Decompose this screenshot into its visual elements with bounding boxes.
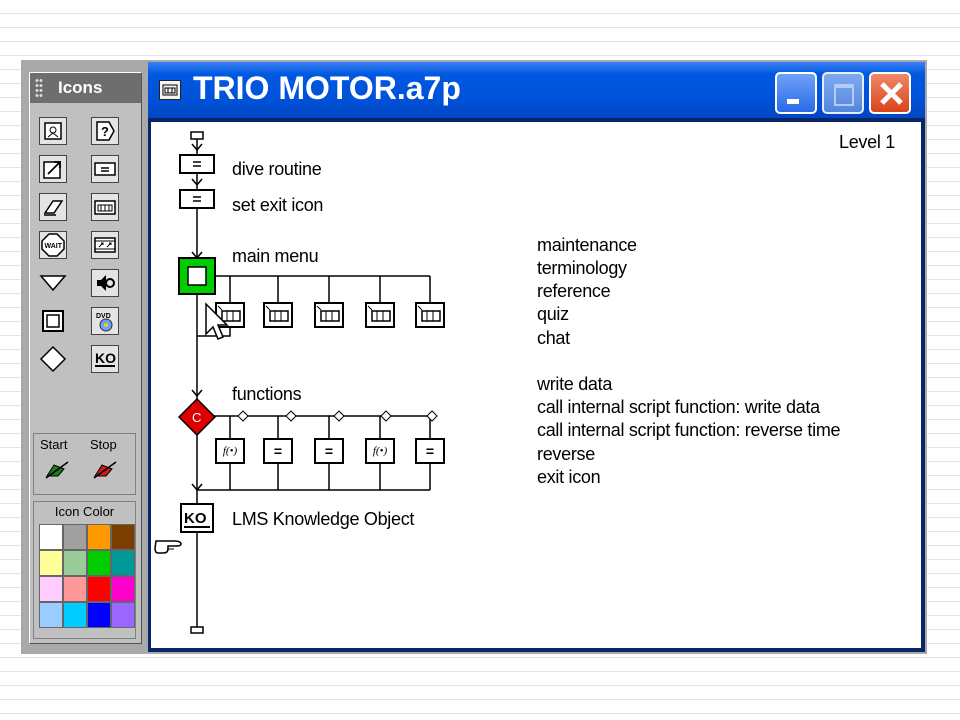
lms-knowledge-object-label: LMS Knowledge Object xyxy=(232,509,415,529)
color-swatch[interactable] xyxy=(63,602,87,628)
flowline-diagram xyxy=(190,131,438,634)
window-title: TRIO MOTOR.a7p xyxy=(193,70,461,106)
set-exit-icon-label: set exit icon xyxy=(232,195,324,215)
icon-color-panel: Icon Color xyxy=(33,501,136,639)
app-desktop: Icons ? WAIT xyxy=(21,60,927,654)
function-item-label: write data xyxy=(537,374,613,394)
close-button[interactable] xyxy=(869,72,911,114)
display-icon[interactable] xyxy=(39,117,67,145)
icon-color-label: Icon Color xyxy=(54,504,115,519)
maximize-button[interactable] xyxy=(822,72,864,114)
reference-interaction-icon[interactable] xyxy=(314,302,344,328)
wait-icon[interactable]: WAIT xyxy=(39,231,67,259)
color-swatch[interactable] xyxy=(111,550,135,576)
color-swatch-grid xyxy=(39,524,135,628)
svg-text:KO: KO xyxy=(95,350,116,366)
color-swatch[interactable] xyxy=(39,550,63,576)
framework-icon[interactable] xyxy=(39,307,67,335)
interaction-icon[interactable] xyxy=(91,193,119,221)
function-item-label: call internal script function: reverse t… xyxy=(537,420,841,440)
write-data-function-icon[interactable]: f(•) xyxy=(215,438,245,464)
color-swatch[interactable] xyxy=(87,576,111,602)
menu-item-label: quiz xyxy=(537,304,569,324)
calculation-icon[interactable] xyxy=(179,153,215,175)
color-swatch[interactable] xyxy=(111,576,135,602)
level-label: Level 1 xyxy=(839,132,895,152)
color-swatch[interactable] xyxy=(39,524,63,550)
color-swatch[interactable] xyxy=(87,550,111,576)
function-item-label: reverse xyxy=(537,444,595,464)
functions-label: functions xyxy=(232,384,302,404)
svg-text:KO: KO xyxy=(184,510,207,527)
call-script-reverse-time-icon[interactable]: = xyxy=(314,438,344,464)
help-question-icon[interactable]: ? xyxy=(91,117,119,145)
hand-pointer-icon xyxy=(154,540,182,554)
minimize-button[interactable] xyxy=(775,72,817,114)
erase-icon[interactable] xyxy=(39,193,67,221)
lms-knowledge-object-icon[interactable]: KO xyxy=(180,503,214,533)
calculation-icon[interactable] xyxy=(179,188,215,210)
motion-arrow-icon[interactable] xyxy=(39,155,67,183)
exit-icon-calculation-icon[interactable]: = xyxy=(415,438,445,464)
drag-handle-icon[interactable] xyxy=(35,78,43,98)
reverse-function-icon[interactable]: f(•) xyxy=(365,438,395,464)
flowline-canvas[interactable]: C f(•) = = f(•) = KO Level 1 dive routin… xyxy=(151,122,921,648)
navigate-icon[interactable] xyxy=(91,231,119,259)
color-swatch[interactable] xyxy=(63,576,87,602)
start-label: Start xyxy=(40,437,68,452)
function-item-label: call internal script function: write dat… xyxy=(537,397,820,417)
svg-text:DVD: DVD xyxy=(96,313,111,320)
call-script-write-data-icon[interactable]: = xyxy=(263,438,293,464)
color-swatch[interactable] xyxy=(87,602,111,628)
start-flag-icon[interactable] xyxy=(44,458,74,480)
mouse-pointer-icon xyxy=(205,302,229,340)
main-menu-framework-icon[interactable] xyxy=(178,257,216,295)
quiz-interaction-icon[interactable] xyxy=(365,302,395,328)
menu-item-label: reference xyxy=(537,281,611,301)
dvd-icon[interactable]: DVD xyxy=(91,307,119,335)
calculation-icon[interactable] xyxy=(91,155,119,183)
menu-item-label: chat xyxy=(537,328,570,348)
stop-flag-icon[interactable] xyxy=(92,458,122,480)
svg-text:?: ? xyxy=(101,124,109,139)
color-swatch[interactable] xyxy=(111,524,135,550)
color-swatch[interactable] xyxy=(87,524,111,550)
icon-palette: Icons ? WAIT xyxy=(29,72,142,644)
palette-title: Icons xyxy=(58,78,103,97)
stop-label: Stop xyxy=(90,437,117,452)
terminology-interaction-icon[interactable] xyxy=(263,302,293,328)
menu-item-label: maintenance xyxy=(537,235,637,255)
svg-text:WAIT: WAIT xyxy=(45,243,63,250)
color-swatch[interactable] xyxy=(39,576,63,602)
window-app-icon xyxy=(159,80,181,100)
flowline-window: TRIO MOTOR.a7p xyxy=(148,62,925,652)
palette-title-bar[interactable]: Icons xyxy=(30,73,141,103)
chat-interaction-icon[interactable] xyxy=(415,302,445,328)
window-titlebar[interactable]: TRIO MOTOR.a7p xyxy=(148,62,925,118)
color-swatch[interactable] xyxy=(63,524,87,550)
start-stop-flags: Start Stop xyxy=(33,433,136,495)
menu-item-label: terminology xyxy=(537,258,627,278)
decision-symbol: C xyxy=(192,410,201,425)
decision-icon[interactable] xyxy=(39,269,67,297)
knowledge-object-icon[interactable]: KO xyxy=(91,345,119,373)
color-swatch[interactable] xyxy=(39,602,63,628)
color-swatch[interactable] xyxy=(63,550,87,576)
main-menu-label: main menu xyxy=(232,246,319,266)
map-diamond-icon[interactable] xyxy=(39,345,67,373)
function-item-label: exit icon xyxy=(537,467,601,487)
color-swatch[interactable] xyxy=(111,602,135,628)
functions-decision-icon[interactable]: C xyxy=(178,398,216,436)
sound-icon[interactable] xyxy=(91,269,119,297)
dive-routine-label: dive routine xyxy=(232,159,322,179)
